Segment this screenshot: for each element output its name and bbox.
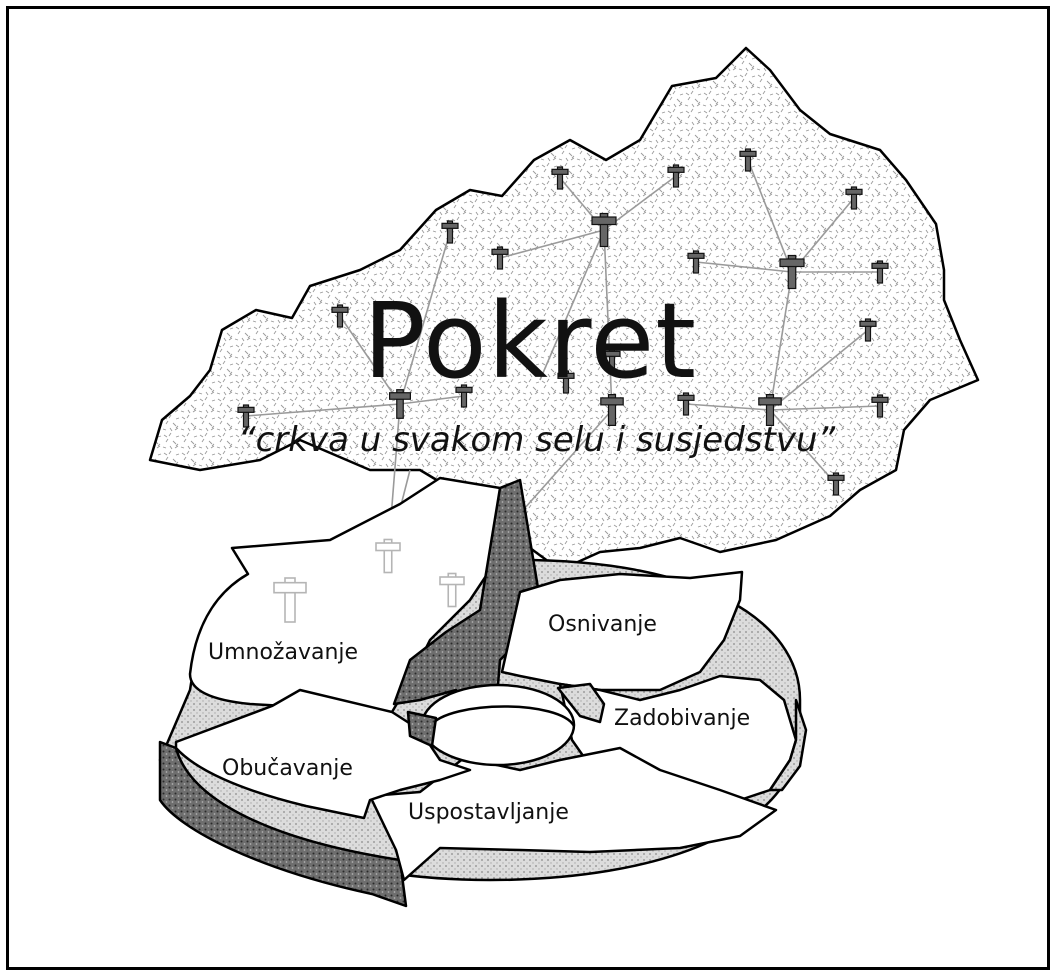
cross-icon bbox=[779, 254, 805, 290]
cross-icon bbox=[455, 384, 473, 408]
stage-label-uspostavljanje: Uspostavljanje bbox=[408, 800, 569, 825]
stage-label-obucavanje: Obučavanje bbox=[222, 756, 353, 781]
cross-icon bbox=[845, 186, 863, 210]
cross-icon bbox=[237, 404, 255, 428]
cross-icon bbox=[491, 246, 509, 270]
cycle-arrow-obucavanje-depth bbox=[158, 740, 408, 908]
cross-icon bbox=[375, 538, 401, 574]
cross-icon bbox=[758, 394, 782, 427]
cross-icon bbox=[441, 220, 459, 244]
cross-icon bbox=[603, 348, 621, 372]
cross-icon bbox=[871, 260, 889, 284]
cross-icon bbox=[551, 166, 569, 190]
network-lines bbox=[245, 159, 881, 601]
cross-icon bbox=[667, 164, 685, 188]
cross-icon bbox=[871, 394, 889, 418]
stage-label-umnozavanje: Umnožavanje bbox=[208, 640, 359, 665]
cross-icon bbox=[859, 318, 877, 342]
cycle-arrow-osnivanje-notch bbox=[556, 682, 606, 724]
diagram-title: Pokret bbox=[362, 280, 698, 402]
cycle-diagram bbox=[158, 476, 808, 908]
cross-icon bbox=[389, 389, 412, 419]
cross-icons bbox=[237, 148, 889, 623]
cross-icon bbox=[739, 148, 757, 172]
cross-icon bbox=[677, 392, 695, 416]
cross-icon bbox=[687, 250, 705, 274]
cycle-hub bbox=[420, 683, 576, 767]
cycle-arrow-zadobivanje-depth bbox=[768, 698, 808, 792]
cycle-hub-shade bbox=[406, 710, 438, 748]
region-map-icon bbox=[148, 46, 980, 572]
cross-icon bbox=[827, 472, 845, 496]
diagram-subtitle: “crkva u svakom selu i susjedstvu” bbox=[238, 420, 836, 460]
stage-label-osnivanje: Osnivanje bbox=[548, 612, 657, 637]
cross-icon bbox=[591, 212, 617, 248]
cross-icon bbox=[557, 370, 575, 394]
cross-icon bbox=[273, 577, 307, 623]
cross-icon bbox=[600, 394, 624, 427]
cycle-arrow-osnivanje bbox=[500, 570, 744, 692]
cross-icon bbox=[331, 304, 349, 328]
stage-label-zadobivanje: Zadobivanje bbox=[614, 706, 751, 731]
cross-icon bbox=[439, 572, 465, 608]
